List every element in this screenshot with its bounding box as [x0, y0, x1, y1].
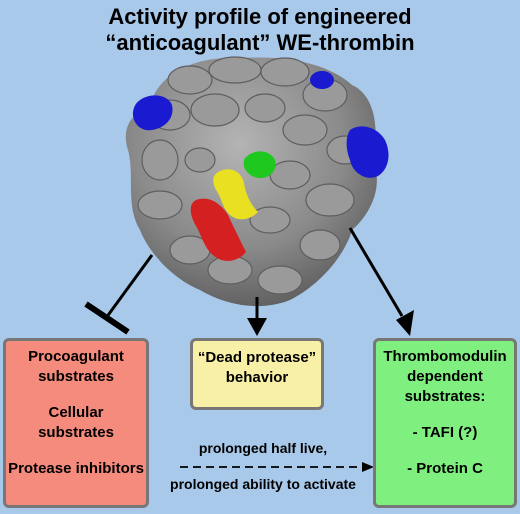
tafi-line: - TAFI (?) — [412, 424, 478, 441]
figure-title: Activity profile of engineered “anticoag… — [0, 4, 520, 56]
thrombomodulin-line3: substrates: — [404, 388, 486, 405]
yellow-site — [213, 169, 258, 220]
dead-protease-line2: behavior — [225, 369, 289, 386]
arrow-to-dead-protease — [247, 297, 267, 336]
dead-protease-box: “Dead protease” behavior — [190, 338, 324, 410]
blue-site-left — [132, 95, 173, 131]
arrow-to-thrombomodulin — [348, 227, 414, 336]
dashed-arrow — [180, 462, 374, 472]
procoagulant-line1: Procoagulant — [28, 348, 124, 365]
thrombomodulin-box: Thrombomodulin dependent substrates: - T… — [373, 338, 517, 508]
thrombomodulin-line2: dependent — [407, 368, 483, 385]
thrombomodulin-line1: Thrombomodulin — [383, 348, 507, 365]
procoagulant-line2: substrates — [38, 368, 114, 385]
annotation-line2: prolonged ability to activate — [170, 476, 356, 492]
thrombin-protein-surface — [125, 56, 377, 307]
green-site — [243, 151, 276, 178]
title-line2: “anticoagulant” WE-thrombin — [105, 30, 415, 55]
title-line1: Activity profile of engineered — [108, 4, 412, 29]
cellular-line2: substrates — [38, 424, 114, 441]
blue-site-right — [346, 126, 389, 178]
inhibition-line — [84, 254, 154, 335]
red-site — [190, 198, 246, 261]
blue-site-top-right — [310, 71, 334, 89]
protease-inhibitors-line: Protease inhibitors — [8, 460, 144, 477]
dead-protease-line1: “Dead protease” — [197, 349, 317, 366]
protein-c-line: - Protein C — [407, 460, 483, 477]
annotation-line1: prolonged half live, — [198, 440, 328, 456]
cellular-line1: Cellular — [48, 404, 104, 421]
procoagulant-box: Procoagulant substrates Cellular substra… — [3, 338, 149, 508]
